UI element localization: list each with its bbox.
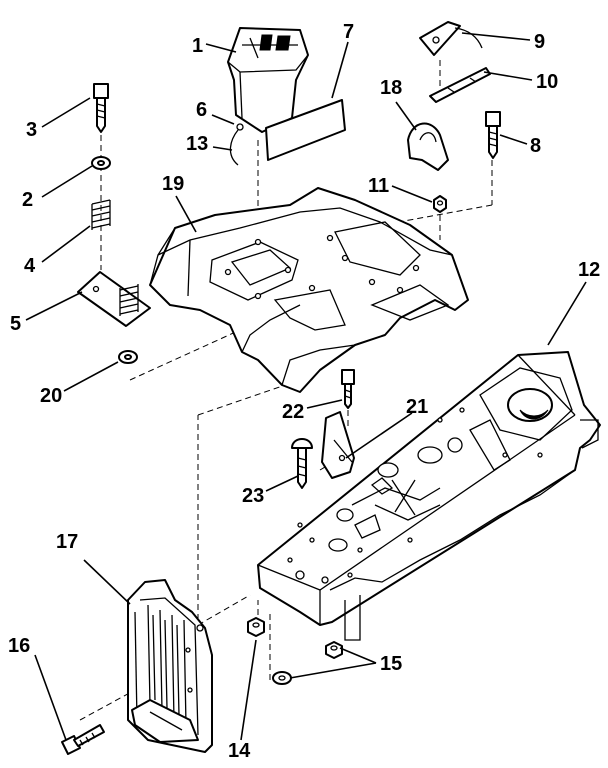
decal-7 <box>265 99 346 161</box>
callout-21: 21 <box>406 396 428 418</box>
callout-5: 5 <box>10 313 21 335</box>
callout-10: 10 <box>536 71 558 93</box>
callout-2: 2 <box>22 189 33 211</box>
callout-8: 8 <box>530 135 541 157</box>
clip-9 <box>419 21 483 56</box>
frame-12 <box>257 351 601 641</box>
callout-labels: 1 2 3 4 5 6 7 8 9 10 11 12 13 14 15 16 1… <box>8 21 600 762</box>
bolt-16 <box>61 724 105 755</box>
washer-2 <box>91 156 111 170</box>
bracket-21 <box>321 411 355 479</box>
callout-12: 12 <box>578 259 600 281</box>
callout-16: 16 <box>8 635 30 657</box>
callout-19: 19 <box>162 173 184 195</box>
callout-4: 4 <box>24 255 36 277</box>
callout-23: 23 <box>242 485 264 507</box>
leader-lines <box>25 32 587 741</box>
washer-20 <box>118 350 138 364</box>
spring-4 <box>91 199 111 230</box>
callout-11: 11 <box>368 175 389 197</box>
plate-5 <box>77 271 151 327</box>
bolt-22 <box>341 369 355 409</box>
bolt-8 <box>485 111 501 159</box>
callout-9: 9 <box>534 31 545 53</box>
callout-7: 7 <box>343 21 354 43</box>
callout-18: 18 <box>380 77 402 99</box>
callout-3: 3 <box>26 119 37 141</box>
dash-panel-19 <box>149 187 469 393</box>
bolt-3 <box>93 83 109 133</box>
strip-10 <box>429 67 491 103</box>
callout-1: 1 <box>192 35 203 57</box>
bracket-holder-1 <box>227 27 309 133</box>
callout-20: 20 <box>40 385 62 407</box>
nut-11 <box>433 195 447 213</box>
callout-15: 15 <box>380 653 402 675</box>
nuts-15 <box>272 641 343 685</box>
callout-6: 6 <box>196 99 207 121</box>
clamp-18 <box>407 122 449 171</box>
wire-6-13 <box>229 123 244 166</box>
callout-14: 14 <box>228 740 251 762</box>
callout-22: 22 <box>282 401 304 423</box>
callout-13: 13 <box>186 133 208 155</box>
panel-17 <box>127 579 213 753</box>
nut-14 <box>247 617 265 637</box>
bolt-23 <box>291 438 313 489</box>
callout-17: 17 <box>56 531 78 553</box>
